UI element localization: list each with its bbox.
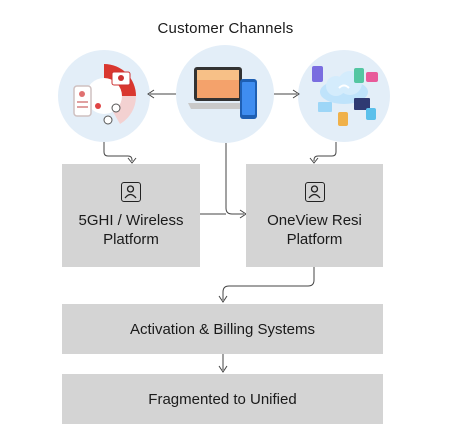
wireless-platform-box: 5GHI / Wireless Platform — [62, 164, 200, 267]
fragmented-unified-box: Fragmented to Unified — [62, 374, 383, 424]
activation-billing-label: Activation & Billing Systems — [129, 320, 316, 338]
oneview-platform-label: OneView Resi Platform — [267, 212, 362, 248]
activation-billing-box: Activation & Billing Systems — [62, 304, 383, 354]
oneview-platform-box: OneView Resi Platform — [246, 164, 383, 267]
right-channel-circle — [298, 50, 390, 142]
user-profile-icon — [121, 182, 141, 202]
wireless-platform-label: 5GHI / Wireless Platform — [78, 212, 184, 248]
left-channel-circle — [58, 50, 150, 142]
fragmented-unified-label: Fragmented to Unified — [148, 390, 297, 408]
diagram-title: Customer Channels — [157, 20, 294, 37]
user-profile-icon — [304, 182, 325, 202]
laptop-and-phone-illustration — [188, 67, 257, 119]
cloud-devices-illustration — [312, 66, 378, 126]
center-channel-circle — [176, 45, 274, 143]
mobile-app-dashboard-illustration — [73, 64, 137, 125]
